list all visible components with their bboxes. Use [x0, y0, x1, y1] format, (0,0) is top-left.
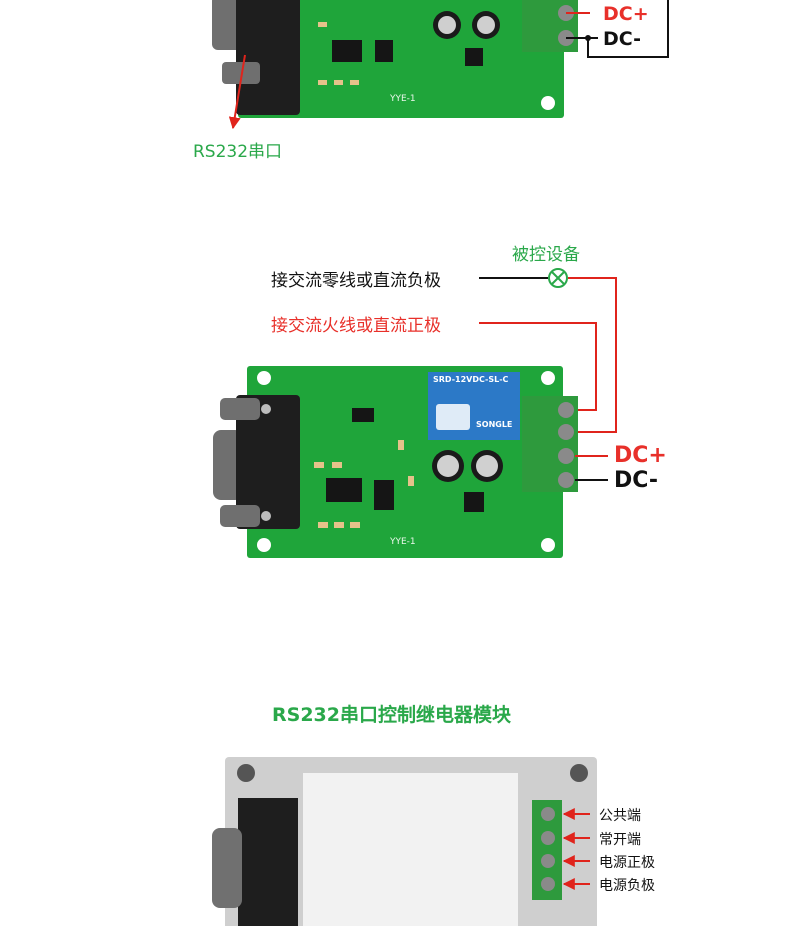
relay-marking: SRD-12VDC-SL-C: [433, 375, 509, 384]
relay-brand: SONGLE: [476, 420, 513, 429]
serial-arrow: [228, 54, 246, 130]
dc-minus-label-top: DC-: [603, 28, 642, 50]
terminal-vminus-label: 电源负极: [599, 878, 655, 894]
neutral-label: 接交流零线或直流负极: [271, 271, 441, 291]
board-top: [212, 0, 578, 118]
module-enclosure: [212, 757, 597, 926]
terminal-vplus-label: 电源正极: [599, 855, 655, 871]
board-middle: [213, 366, 578, 558]
load-wire: [568, 277, 617, 433]
board-silk-top: YYE-1: [390, 94, 416, 104]
loop-wire-top: [587, 0, 669, 58]
dc-plus-label: DC+: [614, 443, 667, 468]
controlled-device-label: 被控设备: [512, 245, 580, 265]
dc-plus-label-top: DC+: [603, 3, 649, 25]
dc-minus-label: DC-: [614, 468, 659, 493]
live-label: 接交流火线或直流正极: [271, 316, 441, 336]
board-silk-middle: YYE-1: [390, 537, 416, 547]
terminal-no-label: 常开端: [599, 832, 641, 848]
serial-port-label: RS232串口: [193, 142, 283, 162]
terminal-common-label: 公共端: [599, 808, 641, 824]
module-title: RS232串口控制继电器模块: [272, 704, 511, 726]
live-wire: [479, 322, 597, 411]
